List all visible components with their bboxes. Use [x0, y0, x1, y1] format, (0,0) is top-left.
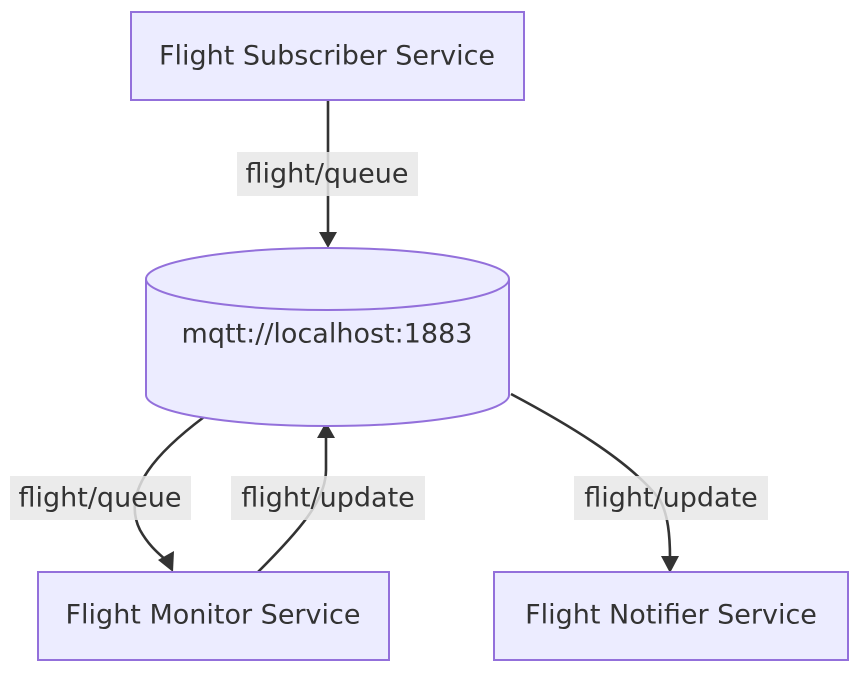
edge-label-monitor-to-broker: flight/update [231, 476, 425, 520]
node-label: Flight Subscriber Service [159, 41, 495, 72]
cylinder-top-rim [145, 278, 510, 311]
edge-label-text: flight/queue [18, 483, 181, 514]
edge-label-subscriber-to-broker: flight/queue [237, 152, 418, 196]
arrowhead-icon [661, 556, 679, 573]
node-flight-monitor-service[interactable]: Flight Monitor Service [37, 571, 390, 661]
edge-label-background [574, 476, 768, 520]
arrowhead-icon [317, 422, 335, 438]
node-box [37, 571, 390, 661]
edge-label-background [237, 152, 418, 196]
edge-label-text: flight/update [584, 483, 758, 514]
node-box [130, 11, 525, 101]
node-label: Flight Notifier Service [525, 600, 817, 631]
node-label: mqtt://localhost:1883 [182, 319, 473, 350]
node-flight-subscriber-service[interactable]: Flight Subscriber Service [130, 11, 525, 101]
edge-label-broker-to-monitor: flight/queue [10, 476, 191, 520]
edge-label-text: flight/update [241, 483, 415, 514]
edge-label-text: flight/queue [245, 159, 408, 190]
arrowhead-icon [158, 551, 174, 572]
arrowhead-icon [319, 232, 337, 248]
edge-label-broker-to-notifier: flight/update [574, 476, 768, 520]
node-label: Flight Monitor Service [66, 600, 361, 631]
edge-label-background [10, 476, 191, 520]
database-cylinder-icon [145, 247, 510, 427]
edge-label-background [231, 476, 425, 520]
node-flight-notifier-service[interactable]: Flight Notifier Service [493, 571, 849, 661]
node-box [493, 571, 849, 661]
node-mqtt-broker[interactable]: mqtt://localhost:1883 [145, 247, 510, 427]
